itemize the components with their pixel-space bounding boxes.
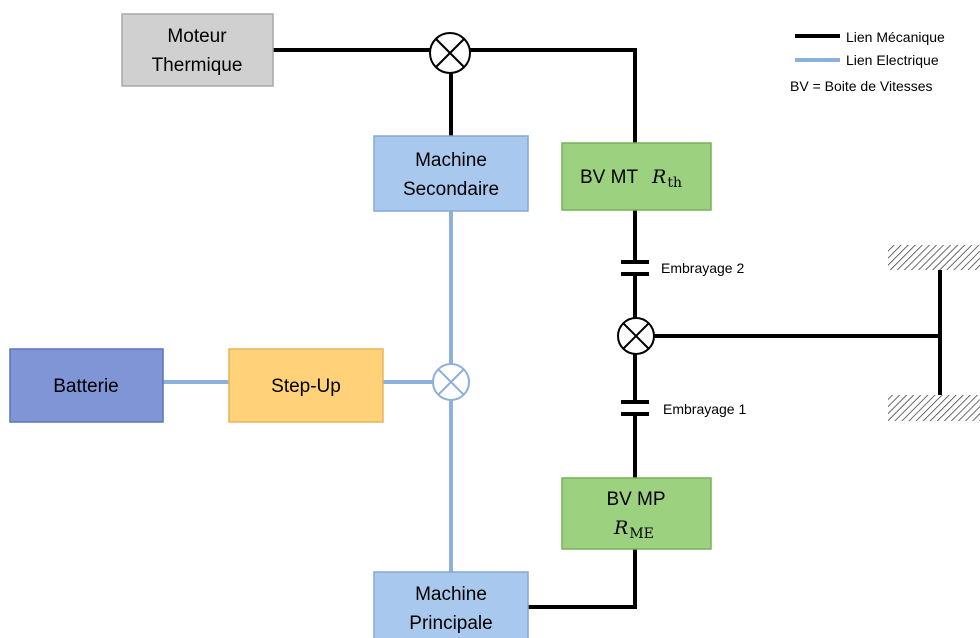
clutch-1-label: Embrayage 1: [663, 401, 746, 417]
step-up-label: Step-Up: [271, 376, 341, 397]
block-bv-mt: BV MT Rth: [561, 142, 712, 211]
moteur-line2: Thermique: [152, 55, 243, 76]
block-step-up: Step-Up: [228, 348, 384, 423]
mech-link-node-bvmt: [470, 48, 637, 143]
bv-mt-symbol: R: [651, 166, 666, 188]
coupling-node-right: [617, 317, 655, 355]
clutch-2-label: Embrayage 2: [661, 260, 744, 276]
bv-mt-subscript: th: [667, 175, 682, 191]
legend: Lien Mécanique Lien Electrique BV = Boit…: [790, 29, 945, 94]
clutch-2: [621, 260, 649, 276]
wheel-top-hatch: [888, 245, 980, 270]
block-bv-mp: BV MP RME: [561, 477, 712, 550]
bv-mp-symbol: R: [613, 517, 628, 539]
bv-mp-subscript: ME: [629, 526, 654, 542]
block-machine-principale: Machine Principale: [373, 571, 529, 638]
secondaire-line1: Machine: [415, 150, 487, 171]
mech-link-bvmp-principale: [528, 549, 637, 609]
mechanical-links: [273, 48, 942, 609]
block-machine-secondaire: Machine Secondaire: [373, 135, 529, 212]
principale-line1: Machine: [415, 584, 487, 605]
bv-mt-ratio: Rth: [651, 166, 682, 191]
legend-mechanical-label: Lien Mécanique: [846, 29, 945, 45]
bv-mp-ratio: RME: [613, 517, 654, 542]
electrical-links: [163, 211, 453, 572]
block-moteur-thermique: Moteur Thermique: [121, 13, 274, 87]
legend-note: BV = Boite de Vitesses: [790, 78, 933, 94]
bv-mp-label: BV MP: [606, 489, 665, 510]
wheel-bottom-hatch: [888, 395, 980, 421]
moteur-line1: Moteur: [167, 26, 227, 47]
coupling-node-electric: [432, 363, 470, 401]
clutch-1: [621, 400, 649, 416]
secondaire-line2: Secondaire: [403, 179, 499, 200]
principale-line2: Principale: [409, 613, 492, 634]
legend-electrical-label: Lien Electrique: [846, 52, 939, 68]
bv-mt-label: BV MT: [580, 167, 638, 188]
coupling-node-top: [429, 32, 471, 74]
block-batterie: Batterie: [9, 348, 164, 423]
batterie-label: Batterie: [53, 376, 118, 397]
